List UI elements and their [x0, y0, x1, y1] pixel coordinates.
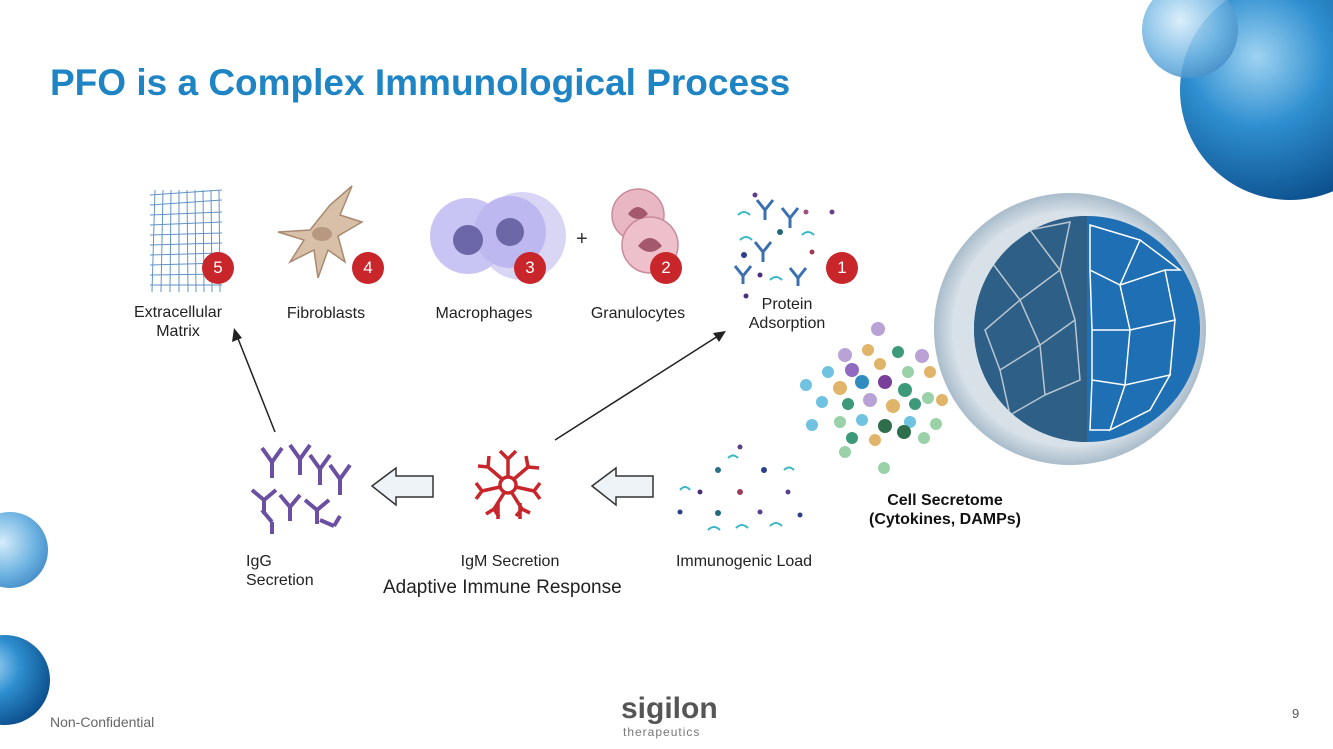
- extracellular-matrix-icon: [149, 189, 223, 293]
- label-line: Matrix: [156, 323, 200, 340]
- label-extracellular-matrix: Extracellular Matrix: [110, 303, 246, 341]
- company-logo-wordmark: sigilon: [621, 692, 718, 725]
- step-badge-3: 3: [514, 252, 546, 284]
- label-fibroblasts: Fibroblasts: [286, 305, 366, 322]
- protein-adsorption-icon: [733, 192, 835, 299]
- capsule-sphere-icon: [934, 193, 1206, 465]
- step-badge-5: 5: [202, 252, 234, 284]
- label-line: Adsorption: [748, 315, 826, 332]
- label-line: IgG: [246, 553, 272, 570]
- label-line: Extracellular: [133, 304, 223, 321]
- fibroblast-nucleus: [312, 227, 332, 241]
- label-macrophages: Macrophages: [435, 305, 533, 322]
- corner-sphere-top-right-small: [1142, 0, 1238, 78]
- left-sphere-1: [0, 512, 48, 588]
- slide-title: PFO is a Complex Immunological Process: [50, 62, 791, 103]
- label-line: (Cytokines, DAMPs): [868, 511, 1022, 528]
- label-cell-secretome: Cell Secretome (Cytokines, DAMPs): [850, 491, 1040, 529]
- igm-antibody-icon: [474, 449, 542, 519]
- label-igm-secretion: IgM Secretion: [460, 553, 560, 570]
- cell-secretome-icon: [800, 322, 948, 474]
- block-arrow-left-2: [590, 466, 654, 507]
- footer-confidentiality: Non-Confidential: [50, 714, 155, 730]
- left-sphere-2: [0, 635, 50, 725]
- arrow-to-matrix-head: [232, 328, 242, 342]
- label-line: Cell Secretome: [887, 492, 1003, 509]
- label-immunogenic-load: Immunogenic Load: [675, 553, 813, 570]
- arrow-to-protein: [554, 335, 719, 441]
- page-number: 9: [1292, 706, 1300, 721]
- macrophage-icon: [430, 192, 566, 280]
- step-badge-4: 4: [352, 252, 384, 284]
- plus-sign: +: [576, 228, 588, 250]
- immunogenic-load-icon: [677, 444, 803, 531]
- step-badge-2: 2: [650, 252, 682, 284]
- step-badge-1: 1: [826, 252, 858, 284]
- label-igg-secretion: IgG Secretion: [246, 552, 314, 590]
- label-granulocytes: Granulocytes: [590, 305, 686, 322]
- label-line: Secretion: [246, 572, 314, 589]
- label-adaptive-immune-response: Adaptive Immune Response: [383, 577, 622, 598]
- label-protein-adsorption: Protein Adsorption: [735, 295, 839, 333]
- igg-antibodies-icon: [250, 443, 352, 534]
- arrow-to-protein-head: [713, 331, 726, 342]
- block-arrow-left-1: [370, 466, 434, 507]
- company-logo-subtitle: therapeutics: [623, 725, 701, 739]
- label-line: Protein: [761, 296, 813, 313]
- arrow-to-matrix: [236, 335, 276, 433]
